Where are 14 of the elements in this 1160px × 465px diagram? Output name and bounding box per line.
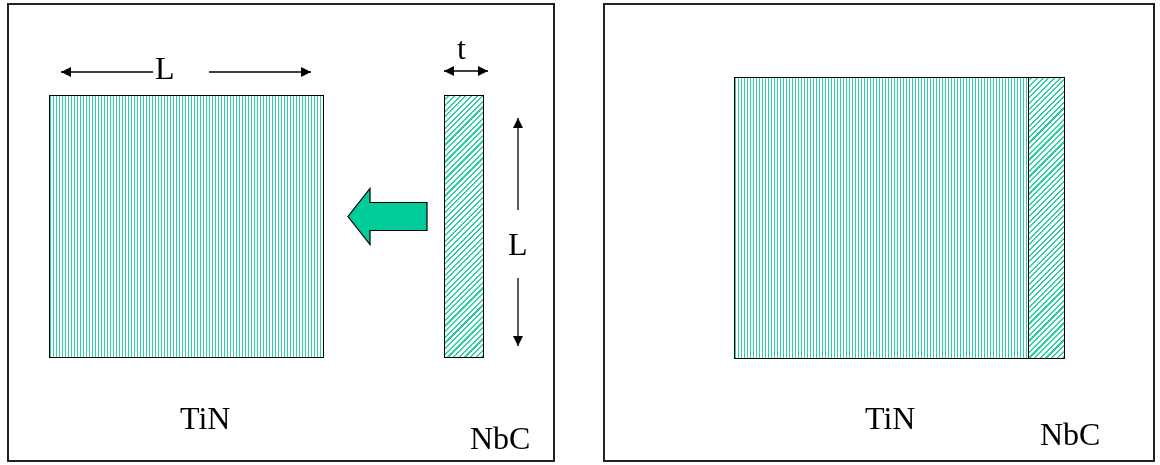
material-label: NbC [1040, 418, 1101, 450]
strip-block [1028, 77, 1065, 359]
dimension-label: L [155, 52, 175, 84]
panel-frame [7, 3, 555, 462]
material-label: NbC [470, 422, 531, 454]
strip-block [444, 95, 484, 358]
panel-frame [603, 3, 1155, 462]
material-label: TiN [180, 402, 231, 434]
square-block [734, 77, 1029, 359]
dimension-label: L [508, 228, 528, 260]
dimension-label: t [457, 32, 466, 64]
block-arrow [347, 186, 428, 247]
material-label: TiN [865, 402, 916, 434]
square-block [49, 95, 324, 358]
